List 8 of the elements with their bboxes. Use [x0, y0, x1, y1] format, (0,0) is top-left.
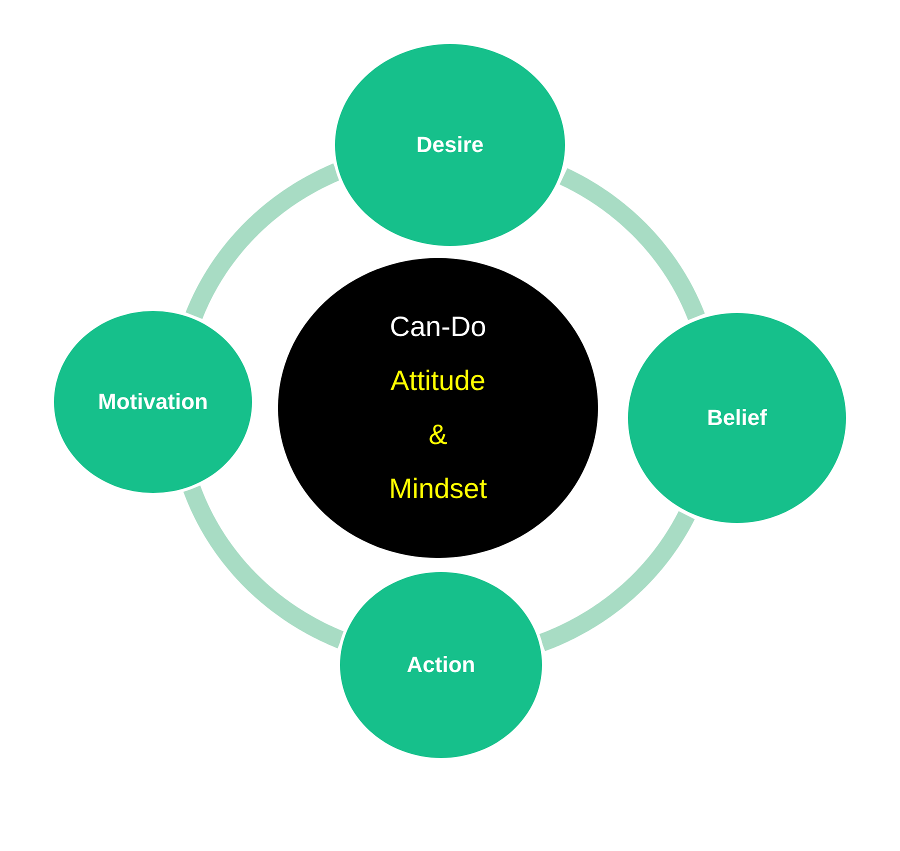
center-text: Can-Do: [390, 310, 486, 344]
center-text: &: [428, 418, 448, 452]
stage-label: Desire: [416, 132, 484, 158]
stage-label: Action: [406, 652, 476, 678]
stage-label: Motivation: [98, 389, 208, 415]
center-text: Attitude: [390, 364, 486, 398]
center-text: Mindset: [388, 472, 488, 506]
stage-label: Belief: [707, 405, 767, 431]
